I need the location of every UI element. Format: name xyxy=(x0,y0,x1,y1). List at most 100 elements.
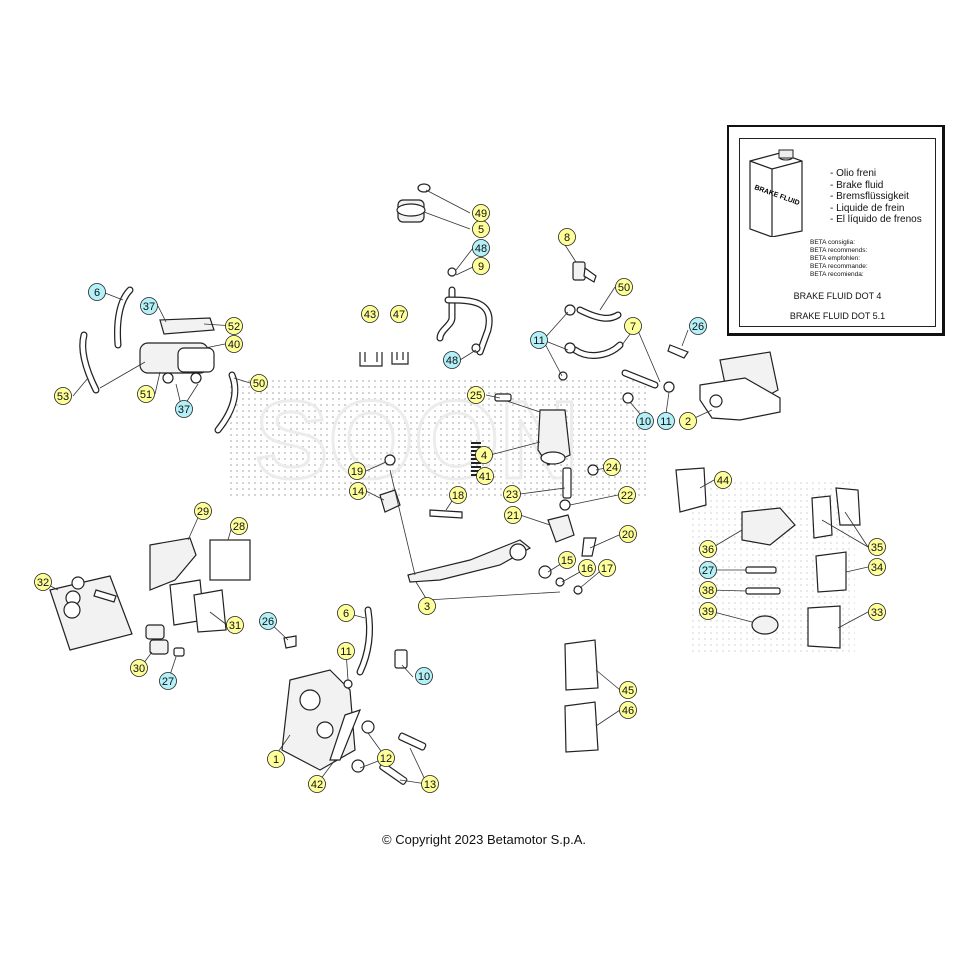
callout[interactable]: 19 xyxy=(348,462,366,480)
svg-text:30: 30 xyxy=(133,663,145,675)
svg-text:27: 27 xyxy=(702,565,714,577)
svg-text:20: 20 xyxy=(622,529,634,541)
callout[interactable]: 53 xyxy=(54,387,72,405)
svg-text:23: 23 xyxy=(506,489,518,501)
callout[interactable]: 10 xyxy=(636,412,654,430)
copyright-notice: © Copyright 2023 Betamotor S.p.A. xyxy=(382,832,586,847)
callout[interactable]: 7 xyxy=(624,317,642,335)
brake-fluid-legend: BRAKE FLUID - Olio freni - Brake fluid -… xyxy=(727,125,945,336)
fluid-name: - El líquido de frenos xyxy=(830,214,922,225)
callout[interactable]: 51 xyxy=(137,385,155,403)
callout[interactable]: 22 xyxy=(618,486,636,504)
callout[interactable]: 31 xyxy=(226,616,244,634)
callout[interactable]: 23 xyxy=(503,485,521,503)
callout[interactable]: 27 xyxy=(159,672,177,690)
callout-layer: 1 2 3 4 5 6 6 7 8 9 10 10 11 11 11 12 13… xyxy=(34,204,886,793)
callout[interactable]: 41 xyxy=(476,467,494,485)
callout[interactable]: 46 xyxy=(619,701,637,719)
callout[interactable]: 26 xyxy=(259,612,277,630)
callout[interactable]: 50 xyxy=(615,278,633,296)
callout[interactable]: 21 xyxy=(504,506,522,524)
callout[interactable]: 34 xyxy=(868,558,886,576)
callout[interactable]: 45 xyxy=(619,681,637,699)
callout[interactable]: 4 xyxy=(475,446,493,464)
callout[interactable]: 12 xyxy=(377,749,395,767)
callout[interactable]: 44 xyxy=(714,471,732,489)
svg-text:29: 29 xyxy=(197,506,209,518)
callout[interactable]: 11 xyxy=(530,331,548,349)
callout[interactable]: 6 xyxy=(337,604,355,622)
callout[interactable]: 26 xyxy=(689,317,707,335)
callout[interactable]: 6 xyxy=(88,283,106,301)
callout[interactable]: 36 xyxy=(699,540,717,558)
svg-text:44: 44 xyxy=(717,475,729,487)
callout[interactable]: 27 xyxy=(699,561,717,579)
svg-text:47: 47 xyxy=(393,309,405,321)
callout[interactable]: 15 xyxy=(558,551,576,569)
callout[interactable]: 50 xyxy=(250,374,268,392)
svg-text:11: 11 xyxy=(660,416,671,428)
callout[interactable]: 47 xyxy=(390,305,408,323)
svg-text:4: 4 xyxy=(481,450,487,462)
svg-text:36: 36 xyxy=(702,544,714,556)
svg-text:SOON: SOON xyxy=(255,379,579,502)
callout[interactable]: 11 xyxy=(337,642,355,660)
fluid-name-list: - Olio freni - Brake fluid - Bremsflüssi… xyxy=(830,168,922,226)
callout[interactable]: 37 xyxy=(175,400,193,418)
callout[interactable]: 48 xyxy=(443,351,461,369)
svg-text:43: 43 xyxy=(364,309,376,321)
callout[interactable]: 35 xyxy=(868,538,886,556)
svg-text:9: 9 xyxy=(478,261,484,273)
svg-text:6: 6 xyxy=(343,608,349,620)
callout[interactable]: 5 xyxy=(472,220,490,238)
svg-text:26: 26 xyxy=(262,616,274,628)
callout[interactable]: 37 xyxy=(140,297,158,315)
svg-text:24: 24 xyxy=(606,462,618,474)
callout[interactable]: 28 xyxy=(230,517,248,535)
callout[interactable]: 18 xyxy=(449,486,467,504)
svg-text:13: 13 xyxy=(424,779,436,791)
callout[interactable]: 13 xyxy=(421,775,439,793)
callout[interactable]: 16 xyxy=(578,559,596,577)
callout[interactable]: 9 xyxy=(472,257,490,275)
callout[interactable]: 1 xyxy=(267,750,285,768)
callout[interactable]: 11 xyxy=(657,412,675,430)
svg-text:28: 28 xyxy=(233,521,245,533)
svg-text:5: 5 xyxy=(478,224,484,236)
callout[interactable]: 38 xyxy=(699,581,717,599)
callout[interactable]: 24 xyxy=(603,458,621,476)
callout[interactable]: 2 xyxy=(679,412,697,430)
callout[interactable]: 14 xyxy=(349,482,367,500)
callout[interactable]: 10 xyxy=(415,667,433,685)
svg-text:53: 53 xyxy=(57,391,69,403)
callout[interactable]: 3 xyxy=(418,597,436,615)
svg-text:32: 32 xyxy=(37,577,49,589)
callout[interactable]: 39 xyxy=(699,602,717,620)
callout[interactable]: 32 xyxy=(34,573,52,591)
callout[interactable]: 48 xyxy=(472,239,490,257)
svg-text:8: 8 xyxy=(564,232,570,244)
callout[interactable]: 30 xyxy=(130,659,148,677)
recommendation: BETA recommends: xyxy=(810,247,868,254)
svg-text:15: 15 xyxy=(561,555,573,567)
svg-text:45: 45 xyxy=(622,685,634,697)
callout[interactable]: 17 xyxy=(598,559,616,577)
svg-text:39: 39 xyxy=(702,606,714,618)
callout[interactable]: 29 xyxy=(194,502,212,520)
svg-text:38: 38 xyxy=(702,585,714,597)
callout[interactable]: 49 xyxy=(472,204,490,222)
callout[interactable]: 8 xyxy=(558,228,576,246)
svg-text:48: 48 xyxy=(446,355,458,367)
svg-text:3: 3 xyxy=(424,601,430,613)
front-caliper xyxy=(281,606,427,785)
callout[interactable]: 20 xyxy=(619,525,637,543)
callout[interactable]: 43 xyxy=(361,305,379,323)
fluid-name: - Bremsflüssigkeit xyxy=(830,191,909,202)
callout[interactable]: 25 xyxy=(467,386,485,404)
callout[interactable]: 52 xyxy=(225,317,243,335)
callout[interactable]: 33 xyxy=(868,603,886,621)
callout[interactable]: 42 xyxy=(308,775,326,793)
svg-text:40: 40 xyxy=(228,339,240,351)
callout[interactable]: 40 xyxy=(225,335,243,353)
svg-text:49: 49 xyxy=(475,208,487,220)
